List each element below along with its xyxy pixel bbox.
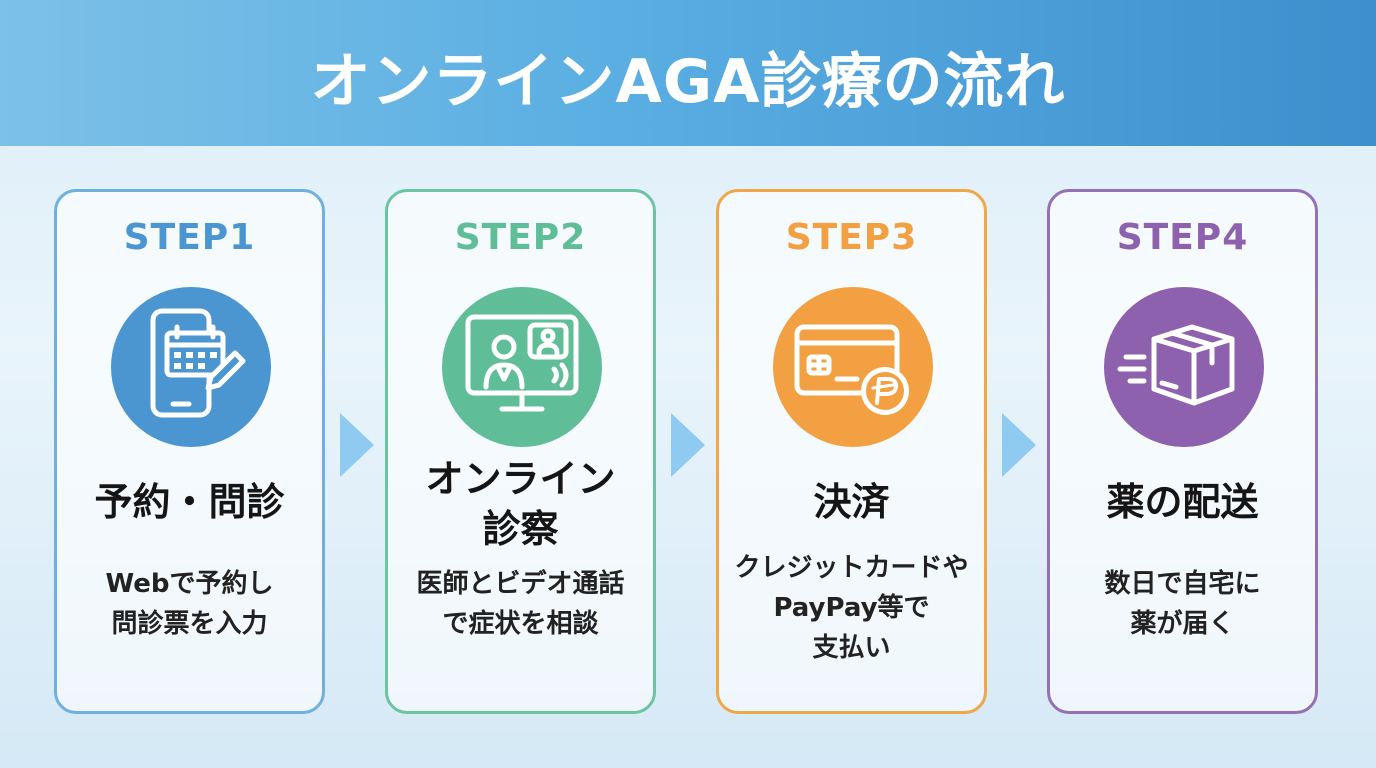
- step-description: クレジットカードや PayPay等で 支払い: [734, 553, 969, 663]
- step-label: STEP4: [1116, 217, 1249, 258]
- video-consultation-icon: [442, 287, 602, 447]
- step-title: 予約・問診: [94, 480, 285, 524]
- step-description: Webで予約し 問診票を入力: [105, 569, 274, 639]
- header-banner: オンラインAGA診療の流れ: [0, 0, 1376, 146]
- step-card-4: STEP4 薬の配送 数日で自宅に 薬が届く: [1047, 189, 1318, 714]
- step-label: STEP3: [785, 217, 918, 258]
- step-label: STEP2: [454, 217, 587, 258]
- step-label: STEP1: [123, 217, 256, 258]
- arrow-icon: [1002, 413, 1036, 477]
- arrow-icon: [340, 413, 374, 477]
- step-title: 決済: [813, 480, 890, 524]
- step-card-1: STEP1 予約・問診 Webで予約し 問診票を入力: [54, 189, 325, 714]
- step-title: オンライン 診察: [425, 457, 616, 551]
- credit-card-icon: [773, 287, 933, 447]
- step-card-2: STEP2 オンライン 診察 医師とビデオ通話 で症状を相談: [385, 189, 656, 714]
- step-description: 医師とビデオ通話 で症状を相談: [416, 569, 625, 639]
- delivery-box-icon: [1104, 287, 1264, 447]
- phone-calendar-icon: [111, 287, 271, 447]
- step-card-3: STEP3 決済 クレジットカードや PayPay等で 支払い: [716, 189, 987, 714]
- page-title: オンラインAGA診療の流れ: [310, 47, 1066, 117]
- step-description: 数日で自宅に 薬が届く: [1104, 569, 1261, 639]
- step-title: 薬の配送: [1106, 480, 1259, 524]
- arrow-icon: [671, 413, 705, 477]
